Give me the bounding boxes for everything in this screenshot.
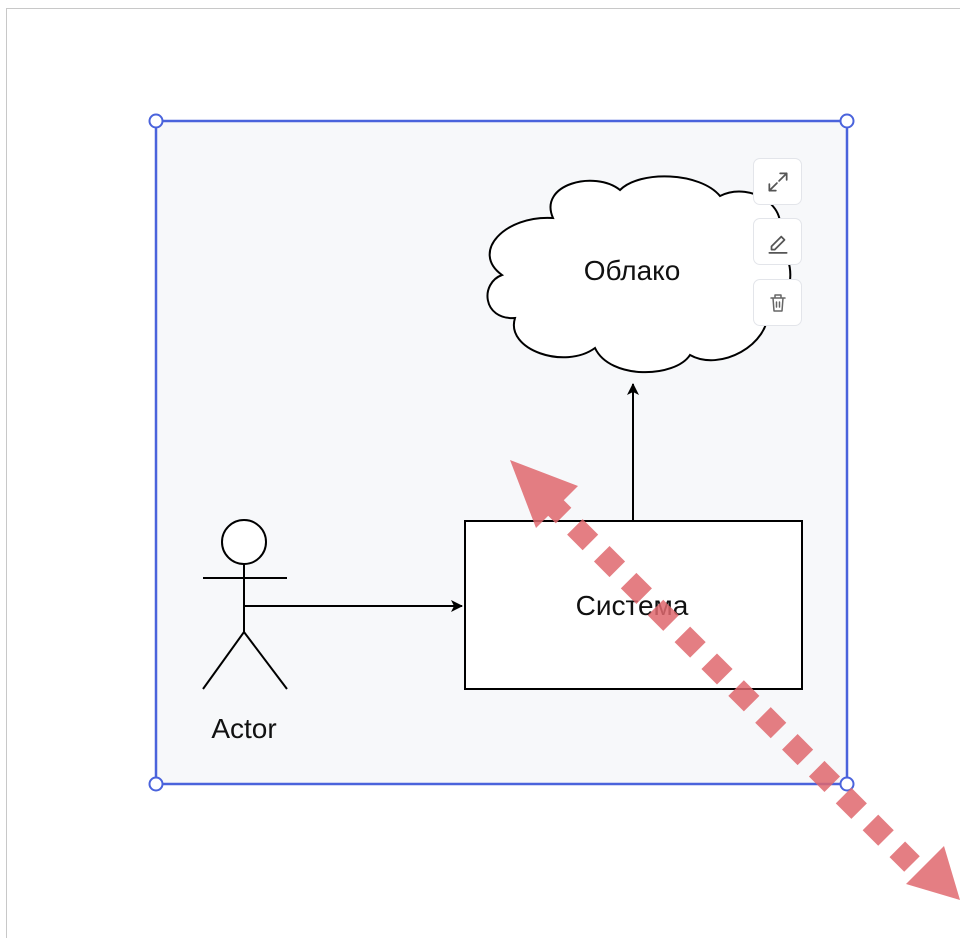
edit-pencil-icon <box>767 235 788 254</box>
trash-icon <box>769 293 786 312</box>
resize-handle-top-right[interactable] <box>839 113 855 129</box>
expand-button[interactable] <box>753 158 802 205</box>
delete-button[interactable] <box>753 279 802 326</box>
edit-button[interactable] <box>753 218 802 265</box>
actor-label: Actor <box>211 713 276 744</box>
cloud-node[interactable]: Облако <box>486 175 792 374</box>
drag-indicator <box>510 460 960 900</box>
resize-handle-bottom-right[interactable] <box>839 776 855 792</box>
system-node[interactable]: Система <box>464 520 803 690</box>
cloud-label: Облако <box>584 255 681 286</box>
drag-indicator-arrow-start <box>510 460 578 528</box>
resize-handle-bottom-left[interactable] <box>148 776 164 792</box>
canvas-border <box>6 8 960 938</box>
actor-node[interactable] <box>202 519 288 690</box>
resize-handle-top-left[interactable] <box>148 113 164 129</box>
expand-icon <box>767 171 788 192</box>
actor-head <box>221 519 267 565</box>
drag-indicator-arrow-end <box>906 846 960 900</box>
